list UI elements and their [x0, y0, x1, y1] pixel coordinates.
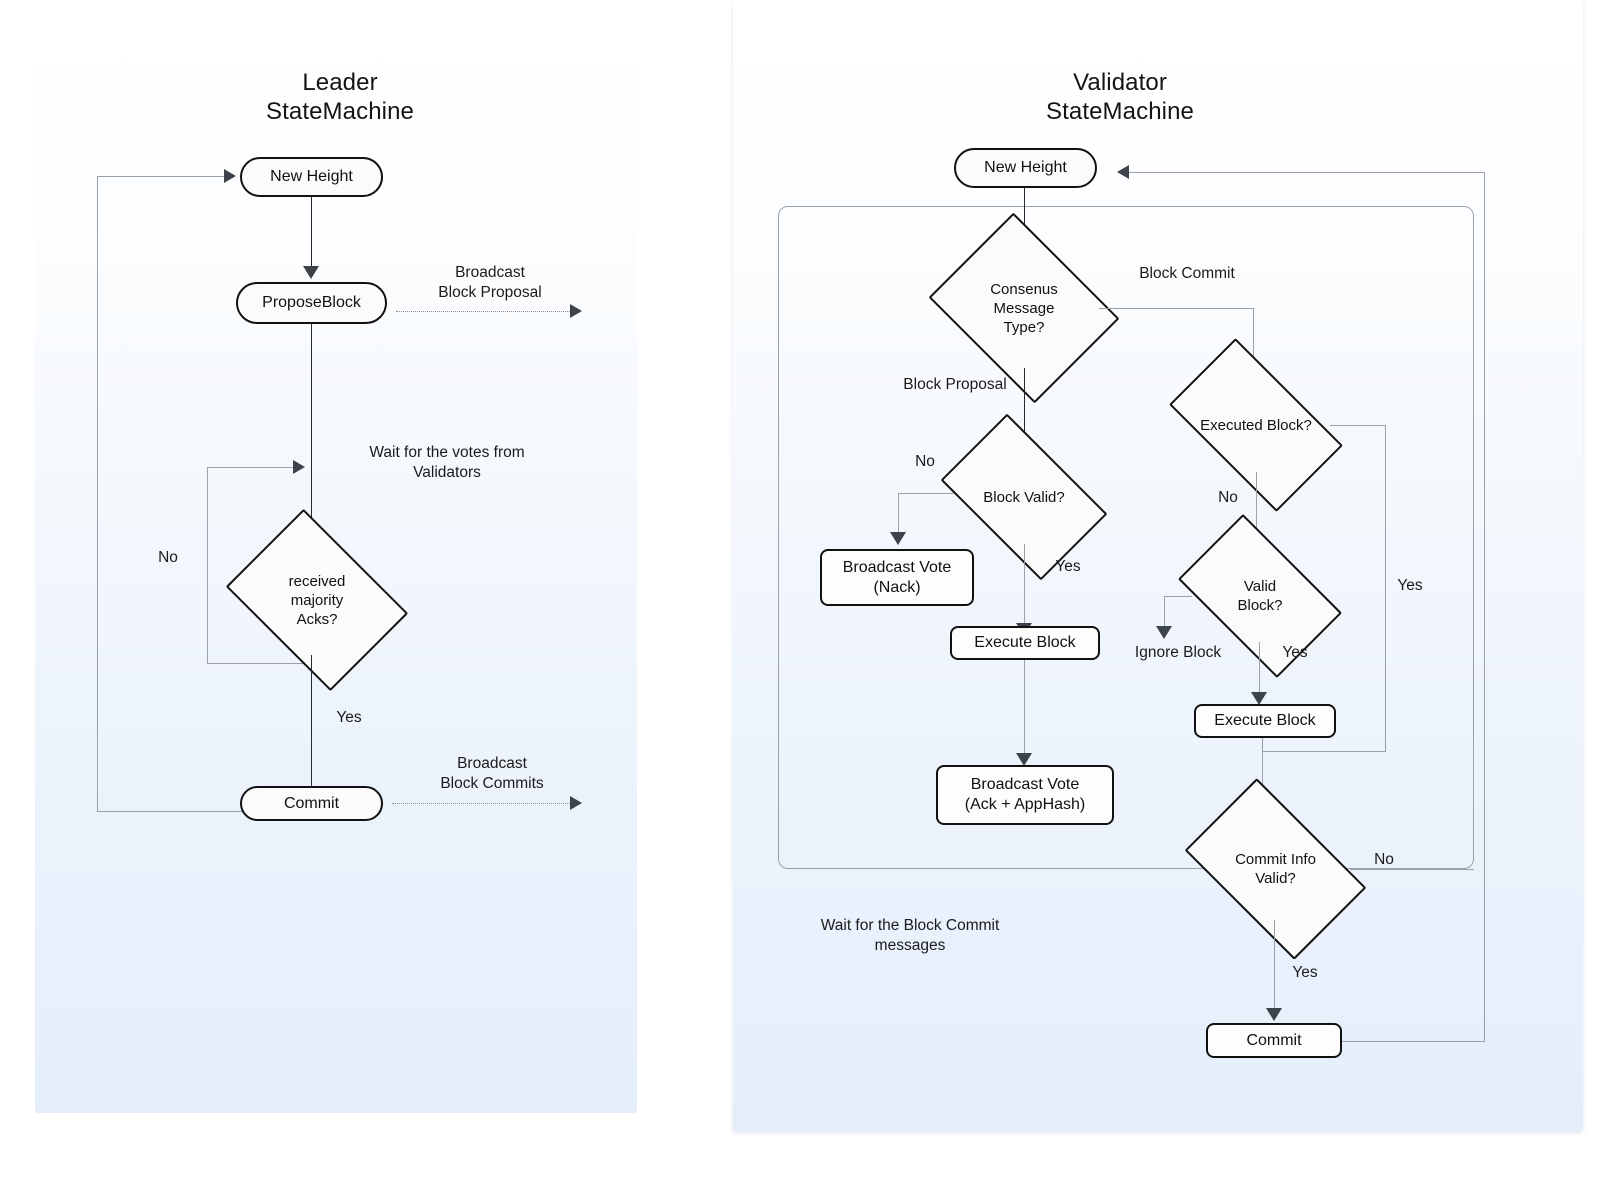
validator-edge-commitinfo-no-h — [1350, 869, 1474, 871]
validator-node-commit[interactable]: Commit — [1206, 1023, 1342, 1058]
leader-node-propose-block[interactable]: ProposeBlock — [236, 282, 387, 324]
validator-node-executed-block[interactable]: Executed Block? — [1169, 338, 1343, 512]
leader-edge-proposeblock-diamond — [311, 324, 313, 532]
validator-return-arrowhead — [1117, 165, 1129, 179]
validator-label-no-executed-block: No — [1218, 489, 1238, 506]
validator-outer-return-top — [1128, 172, 1485, 174]
leader-edge-newheight-proposeblock — [311, 197, 313, 269]
validator-node-block-valid[interactable]: Block Valid? — [940, 413, 1108, 581]
leader-diamond-label: received majority Acks? — [288, 572, 346, 628]
validator-label-wait-block-commit: Wait for the Block Commit messages — [820, 917, 1000, 954]
validator-edge-commitinfo-commit — [1274, 920, 1276, 1020]
validator-label-yes-executed-block: Yes — [1397, 577, 1423, 594]
validator-edge-nack-h — [898, 493, 954, 495]
validator-node-broadcast-vote-ack[interactable]: Broadcast Vote (Ack + AppHash) — [936, 765, 1114, 825]
validator-edge-blockcommit-h — [1099, 308, 1254, 310]
validator-label-no-block-valid: No — [915, 453, 935, 470]
validator-edge-execute-broadcastack — [1024, 660, 1026, 760]
validator-wait-region-box — [778, 206, 1474, 869]
validator-label-block-proposal: Block Proposal — [903, 376, 1007, 393]
validator-edge-nack-v — [898, 493, 900, 535]
leader-node-majority-acks[interactable]: received majority Acks? — [225, 508, 409, 692]
leader-label-no: No — [158, 549, 178, 566]
validator-edge-blockproposal-v — [1024, 368, 1026, 448]
validator-node-execute-block-right[interactable]: Execute Block — [1194, 704, 1336, 738]
validator-panel-title: Validator StateMachine — [1046, 69, 1194, 125]
leader-commit-loop-top — [97, 176, 225, 178]
leader-edge-newheight-arrowhead — [303, 266, 319, 279]
validator-outer-return-bottom — [1341, 1041, 1485, 1043]
leader-no-loop-top — [207, 467, 295, 469]
validator-edge-executed-yes-join — [1262, 751, 1386, 753]
leader-no-loop-vertical — [207, 467, 209, 664]
validator-edge-ignore-v — [1164, 596, 1166, 629]
leader-node-commit[interactable]: Commit — [240, 786, 383, 821]
leader-label-wait-votes: Wait for the votes from Validators — [369, 444, 525, 481]
leader-edge-diamond-commit — [311, 655, 313, 795]
leader-dotted-proposal-arrowhead — [570, 304, 582, 318]
validator-edge-commitinfo-commit-arrowhead — [1266, 1008, 1282, 1021]
leader-loop-arrowhead — [224, 169, 236, 183]
validator-edge-executed-yes-h — [1330, 425, 1386, 427]
validator-label-yes-block-valid: Yes — [1055, 558, 1081, 575]
validator-node-broadcast-vote-nack[interactable]: Broadcast Vote (Nack) — [820, 549, 974, 606]
validator-outer-return-vertical — [1484, 172, 1486, 1042]
leader-label-broadcast-commits: Broadcast Block Commits — [440, 755, 544, 792]
validator-label-ignore-block: Ignore Block — [1134, 644, 1222, 661]
validator-node-new-height[interactable]: New Height — [954, 148, 1097, 188]
validator-node-consensus-message-type[interactable]: Consenus Message Type? — [928, 212, 1120, 404]
leader-commit-loop-bottom — [97, 811, 243, 813]
validator-label-yes-valid-block: Yes — [1282, 644, 1308, 661]
validator-node-execute-block-left[interactable]: Execute Block — [950, 626, 1100, 660]
leader-label-yes: Yes — [336, 709, 362, 726]
validator-edge-executed-no-v — [1256, 472, 1258, 548]
validator-edge-blockcommit-v — [1253, 308, 1255, 374]
validator-label-no-commit-info: No — [1374, 851, 1394, 868]
validator-edge-nack-arrowhead — [890, 532, 906, 545]
validator-executed-block-diamond-label: Executed Block? — [1200, 416, 1312, 434]
leader-panel-title: Leader StateMachine — [266, 69, 414, 125]
leader-dotted-proposal — [396, 311, 572, 312]
validator-edge-newheight-consensus — [1024, 188, 1026, 248]
validator-commit-info-diamond-label: Commit Info Valid? — [1235, 851, 1316, 887]
validator-block-valid-diamond-label: Block Valid? — [983, 488, 1065, 506]
validator-valid-block-diamond-label: Valid Block? — [1237, 578, 1283, 614]
validator-label-yes-commit-info: Yes — [1292, 964, 1318, 981]
leader-commit-loop-vertical — [97, 176, 99, 812]
validator-consensus-diamond-label: Consenus Message Type? — [990, 280, 1058, 336]
validator-node-valid-block[interactable]: Valid Block? — [1177, 513, 1343, 679]
leader-no-loop-bottom — [207, 663, 317, 665]
leader-dotted-commits-arrowhead — [570, 796, 582, 810]
validator-edge-ignore-h — [1164, 596, 1192, 598]
validator-node-commit-info-valid[interactable]: Commit Info Valid? — [1184, 778, 1367, 960]
leader-dotted-commits — [392, 803, 572, 804]
validator-edge-validblock-execute — [1259, 642, 1261, 704]
validator-edge-ignore-arrowhead — [1156, 626, 1172, 639]
validator-edge-validblock-execute-arrowhead — [1251, 692, 1267, 705]
validator-edge-execute-broadcastack-arrowhead — [1016, 753, 1032, 766]
leader-no-loop-arrowhead — [293, 460, 305, 474]
validator-edge-blockvalid-execute — [1024, 544, 1026, 636]
leader-node-new-height[interactable]: New Height — [240, 157, 383, 197]
validator-edge-execute-commitinfo — [1262, 738, 1264, 820]
validator-edge-executed-yes-v — [1385, 425, 1387, 752]
leader-label-broadcast-proposal: Broadcast Block Proposal — [438, 264, 542, 301]
validator-label-block-commit: Block Commit — [1139, 265, 1235, 282]
